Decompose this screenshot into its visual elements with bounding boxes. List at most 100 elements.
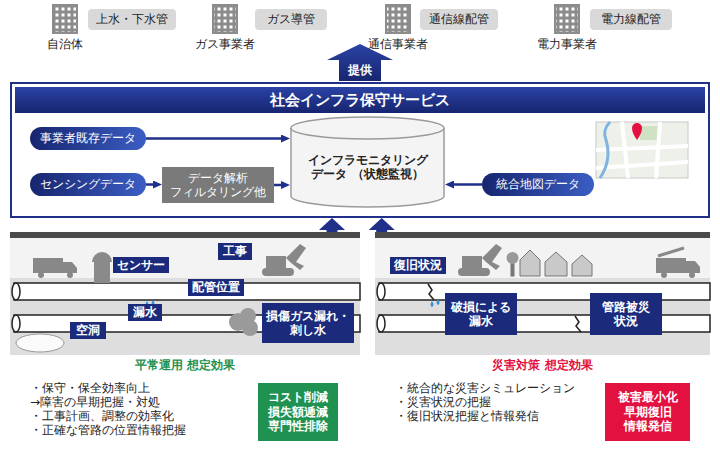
truck-icon [63,262,77,273]
data-source-pill: センシングデータ [30,173,146,196]
database-cylinder: インフラモニタリング データ （状態監視） [290,116,445,208]
node-text: センサー [117,258,165,272]
truck-icon [38,272,44,278]
heading: 社会インフラ保守サービス [15,87,705,113]
callout-box: 工事 [218,243,252,260]
flow-arrow [454,183,482,186]
callout-box: 損傷ガス漏れ・ 刺し水 [262,303,354,343]
node-text: 漏水 [133,305,157,319]
bullet-note: ・保守・保全効率向上 [30,381,150,395]
node-text: 事業者既存データ [40,131,136,145]
node-text: 配管位置 [192,280,240,294]
flow-arrow [146,137,281,140]
flow-arrow [274,184,281,187]
scene-panel: 災害対策 想定効果復旧状況破損による 漏水管路被災 状況 [375,232,710,355]
node-text: 復旧状況 [394,258,442,272]
damage-cloud [242,320,258,336]
building-icon [554,4,580,34]
house-icon [520,250,540,276]
map-illustration [600,122,610,178]
map-illustration [596,122,688,178]
map-illustration [596,122,688,178]
truck-icon [33,258,63,273]
excavator-icon [462,256,482,268]
node-text: ガス導管 [267,12,315,26]
cylinder-body [291,117,444,207]
fire-truck-icon [656,248,700,278]
water-leak [437,299,440,305]
data-source-pill: 事業者既存データ [30,127,146,150]
ground-section [10,232,360,355]
excavator-icon [482,244,502,270]
ground-section [375,232,710,238]
pipe [377,315,385,332]
node-text: インフラモニタリング データ （状態監視） [308,153,428,182]
water-leak [431,301,434,307]
flow-arrow [327,230,338,232]
scene-panel: 平常運用 想定効果センサー工事配管位置漏水空洞損傷ガス漏れ・ 刺し水 [10,232,360,355]
cylinder-rim [291,128,444,139]
entity-name: 通信事業者 [368,37,428,51]
house-icon [572,255,592,276]
pipe-type-box: 電力線配管 [590,9,672,30]
callout-box: 配管位置 [188,279,244,296]
callout-box: センサー [113,257,169,273]
excavator-icon [458,268,490,276]
callout-box: 漏水 [128,304,162,321]
house-icon [511,262,514,276]
pipe [14,283,360,300]
truck-icon [33,258,77,278]
building-icon [52,4,78,34]
node-text: 破損による 漏水 [451,300,511,329]
fire-truck-icon [686,261,700,273]
effect-box: コスト削減 損失額逓減 専門性排除 [258,383,338,441]
bullet-note: ・復旧状況把握と情報発信 [395,409,539,423]
pipe-type-box: 通信線配管 [420,9,498,30]
node-text: センシングデータ [40,177,136,191]
callout-box: 破損による 漏水 [445,293,517,335]
map-illustration [596,122,688,178]
node-text: 損傷ガス漏れ・ 刺し水 [266,309,350,338]
cavity [16,334,64,352]
bullet-note: ・工事計画、調整の効率化 [30,409,174,423]
excavator-icon [266,256,286,268]
building-icon [212,4,238,34]
entity-name: 電力事業者 [537,37,597,51]
pipe-crack [575,316,581,332]
entity-name: ガス事業者 [195,37,255,51]
flow-arrow [376,230,387,232]
data-source-pill: 統合地図データ [482,173,594,196]
pipe [377,283,385,300]
bullet-note: ・正確な管路の位置情報把握 [30,423,186,437]
cavity [16,334,64,352]
building-icon [214,6,236,32]
bullet-note: ・統合的な災害シミュレーション [395,381,575,395]
damage-cloud [229,308,258,336]
callout-box: 復旧状況 [390,257,446,274]
sensor-icon [92,252,112,283]
node-text: データ解析 フィルタリング他 [170,171,266,200]
pipe-crack [428,284,434,300]
ground-section [10,232,710,355]
sensor-icon [94,262,110,283]
ground-section [375,238,710,278]
fire-truck-icon [661,272,667,278]
building-icon [52,4,580,34]
excavator-icon [262,268,294,276]
map-illustration [632,123,642,140]
node-text: 統合地図データ [496,177,580,191]
node-text: 管路被災 状況 [602,300,650,329]
ground-section [10,238,360,278]
fire-truck-icon [658,248,684,256]
fire-truck-icon [689,272,695,278]
building-icon [385,4,411,34]
node-text: 電力線配管 [601,12,661,26]
pipe [12,315,20,332]
node-text: 空洞 [76,323,100,337]
pipe-type-box: 上水・下水管 [88,9,176,30]
node-text: 上水・下水管 [96,12,168,26]
node-text: 被害最小化 早期復旧 情報発信 [618,390,678,433]
excavator-icon [286,244,306,270]
house-icon [507,252,519,264]
